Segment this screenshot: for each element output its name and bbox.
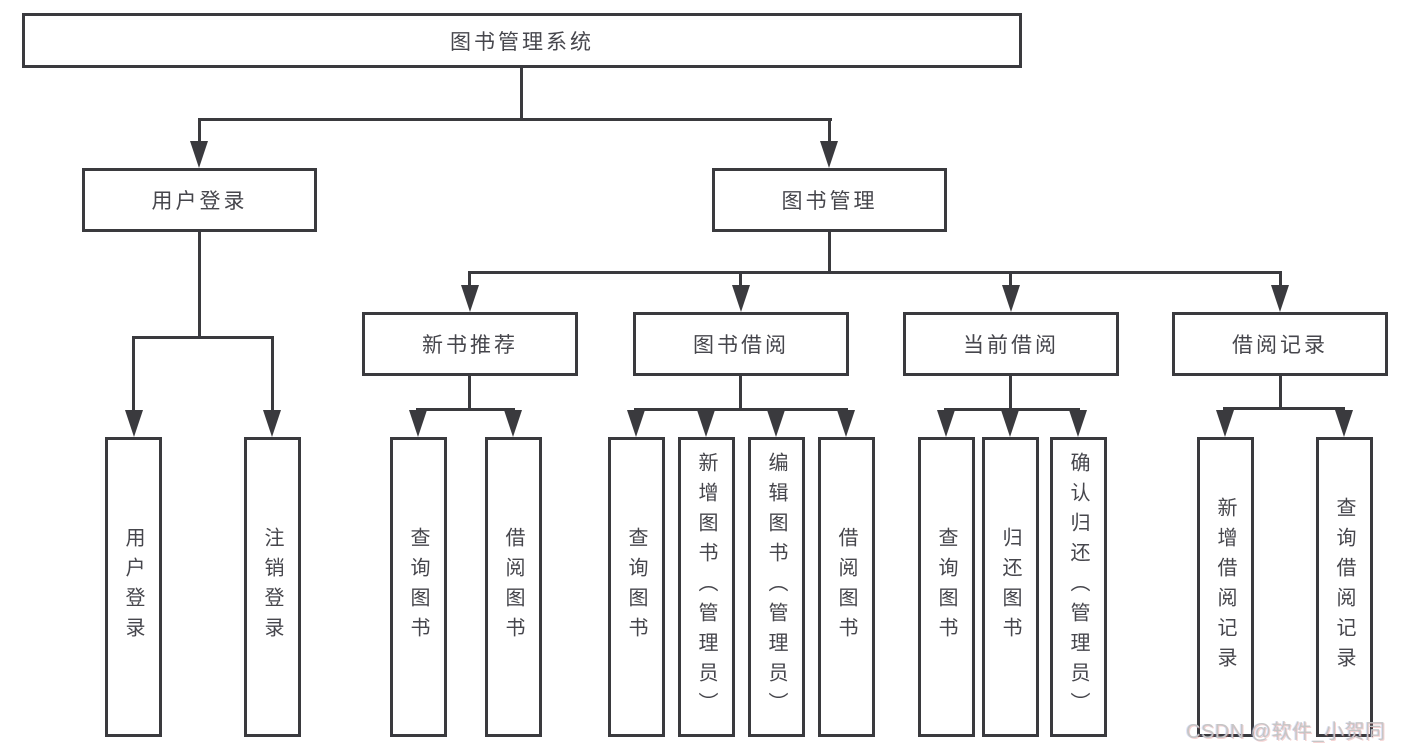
leaf-borrow-books-1-label: 借阅图书 <box>502 527 524 647</box>
connector-current-borrow-stem <box>1009 376 1012 411</box>
leaf-query-books-1-label: 查询图书 <box>407 527 429 647</box>
connector-borrow-records-stem <box>1279 376 1282 410</box>
connector-drop-current-borrow <box>1009 271 1012 287</box>
connector-arrow-leaf-logout <box>263 410 281 437</box>
connector-arrow-borrow-records <box>1271 285 1289 312</box>
node-user-login: 用户登录 <box>82 168 317 232</box>
leaf-return-book-label: 归还图书 <box>999 527 1021 647</box>
connector-arrow-current-borrow <box>1002 285 1020 312</box>
leaf-confirm-return-admin: 确认归还（管理员） <box>1050 437 1107 737</box>
leaf-borrow-books-2: 借阅图书 <box>818 437 875 737</box>
node-book-borrow: 图书借阅 <box>633 312 849 376</box>
connector-arrow-user-login <box>190 141 208 168</box>
connector-user-login-stem <box>198 232 201 339</box>
connector-arrow-leaf-user-login <box>125 410 143 437</box>
leaf-edit-book-admin: 编辑图书（管理员） <box>748 437 805 737</box>
node-new-book-recommend: 新书推荐 <box>362 312 578 376</box>
leaf-user-login-label: 用户登录 <box>122 527 144 647</box>
leaf-query-borrow-record: 查询借阅记录 <box>1316 437 1373 737</box>
connector-drop-user-login <box>198 118 201 144</box>
leaf-confirm-return-admin-label: 确认归还（管理员） <box>1067 452 1089 722</box>
leaf-query-books-2: 查询图书 <box>608 437 665 737</box>
connector-borrow-records-bar <box>1223 407 1345 410</box>
connector-arrow-return-book <box>1001 410 1019 437</box>
csdn-watermark: CSDN @软件_小贺同学 <box>1186 721 1386 743</box>
connector-level3-bar <box>468 271 1282 274</box>
connector-level2-bar <box>198 118 832 121</box>
connector-arrow-borrow-books-1 <box>504 410 522 437</box>
node-current-borrow: 当前借阅 <box>903 312 1119 376</box>
connector-drop-borrow-records <box>1279 271 1282 287</box>
connector-arrow-query-books-3 <box>937 410 955 437</box>
leaf-query-books-1: 查询图书 <box>390 437 447 737</box>
leaf-query-books-2-label: 查询图书 <box>625 527 647 647</box>
leaf-borrow-books-1: 借阅图书 <box>485 437 542 737</box>
leaf-borrow-books-2-label: 借阅图书 <box>835 527 857 647</box>
leaf-logout-label: 注销登录 <box>261 527 283 647</box>
leaf-add-borrow-record-label: 新增借阅记录 <box>1214 497 1236 677</box>
connector-new-book-bar <box>416 408 515 411</box>
connector-book-management-stem <box>828 232 831 274</box>
connector-arrow-new-book <box>461 285 479 312</box>
leaf-add-book-admin: 新增图书（管理员） <box>678 437 735 737</box>
leaf-add-book-admin-label: 新增图书（管理员） <box>695 452 717 722</box>
leaf-query-books-3-label: 查询图书 <box>935 527 957 647</box>
node-system-root: 图书管理系统 <box>22 13 1022 68</box>
connector-arrow-add-borrow-record <box>1216 410 1234 437</box>
connector-arrow-add-book <box>697 410 715 437</box>
connector-book-borrow-bar <box>634 408 848 411</box>
leaf-edit-book-admin-label: 编辑图书（管理员） <box>765 452 787 722</box>
connector-book-borrow-stem <box>739 376 742 411</box>
leaf-query-books-3: 查询图书 <box>918 437 975 737</box>
leaf-user-login: 用户登录 <box>105 437 162 737</box>
connector-arrow-edit-book <box>767 410 785 437</box>
connector-arrow-query-books-1 <box>409 410 427 437</box>
connector-new-book-stem <box>468 376 471 411</box>
connector-arrow-query-borrow-record <box>1335 410 1353 437</box>
connector-drop-leaf-logout <box>271 336 274 411</box>
connector-arrow-confirm-return <box>1069 410 1087 437</box>
connector-drop-book-borrow <box>739 271 742 287</box>
leaf-query-borrow-record-label: 查询借阅记录 <box>1333 497 1355 677</box>
node-book-management: 图书管理 <box>712 168 947 232</box>
connector-arrow-book-management <box>820 141 838 168</box>
connector-drop-new-book <box>468 271 471 287</box>
connector-arrow-book-borrow <box>732 285 750 312</box>
connector-user-login-bar <box>132 336 274 339</box>
connector-arrow-borrow-books-2 <box>837 410 855 437</box>
connector-drop-book-management <box>828 118 831 144</box>
connector-root-stem <box>520 68 523 121</box>
leaf-logout: 注销登录 <box>244 437 301 737</box>
connector-current-borrow-bar <box>944 408 1080 411</box>
connector-arrow-query-books-2 <box>627 410 645 437</box>
leaf-add-borrow-record: 新增借阅记录 <box>1197 437 1254 737</box>
leaf-return-book: 归还图书 <box>982 437 1039 737</box>
node-borrow-records: 借阅记录 <box>1172 312 1388 376</box>
connector-drop-leaf-user-login <box>132 336 135 411</box>
